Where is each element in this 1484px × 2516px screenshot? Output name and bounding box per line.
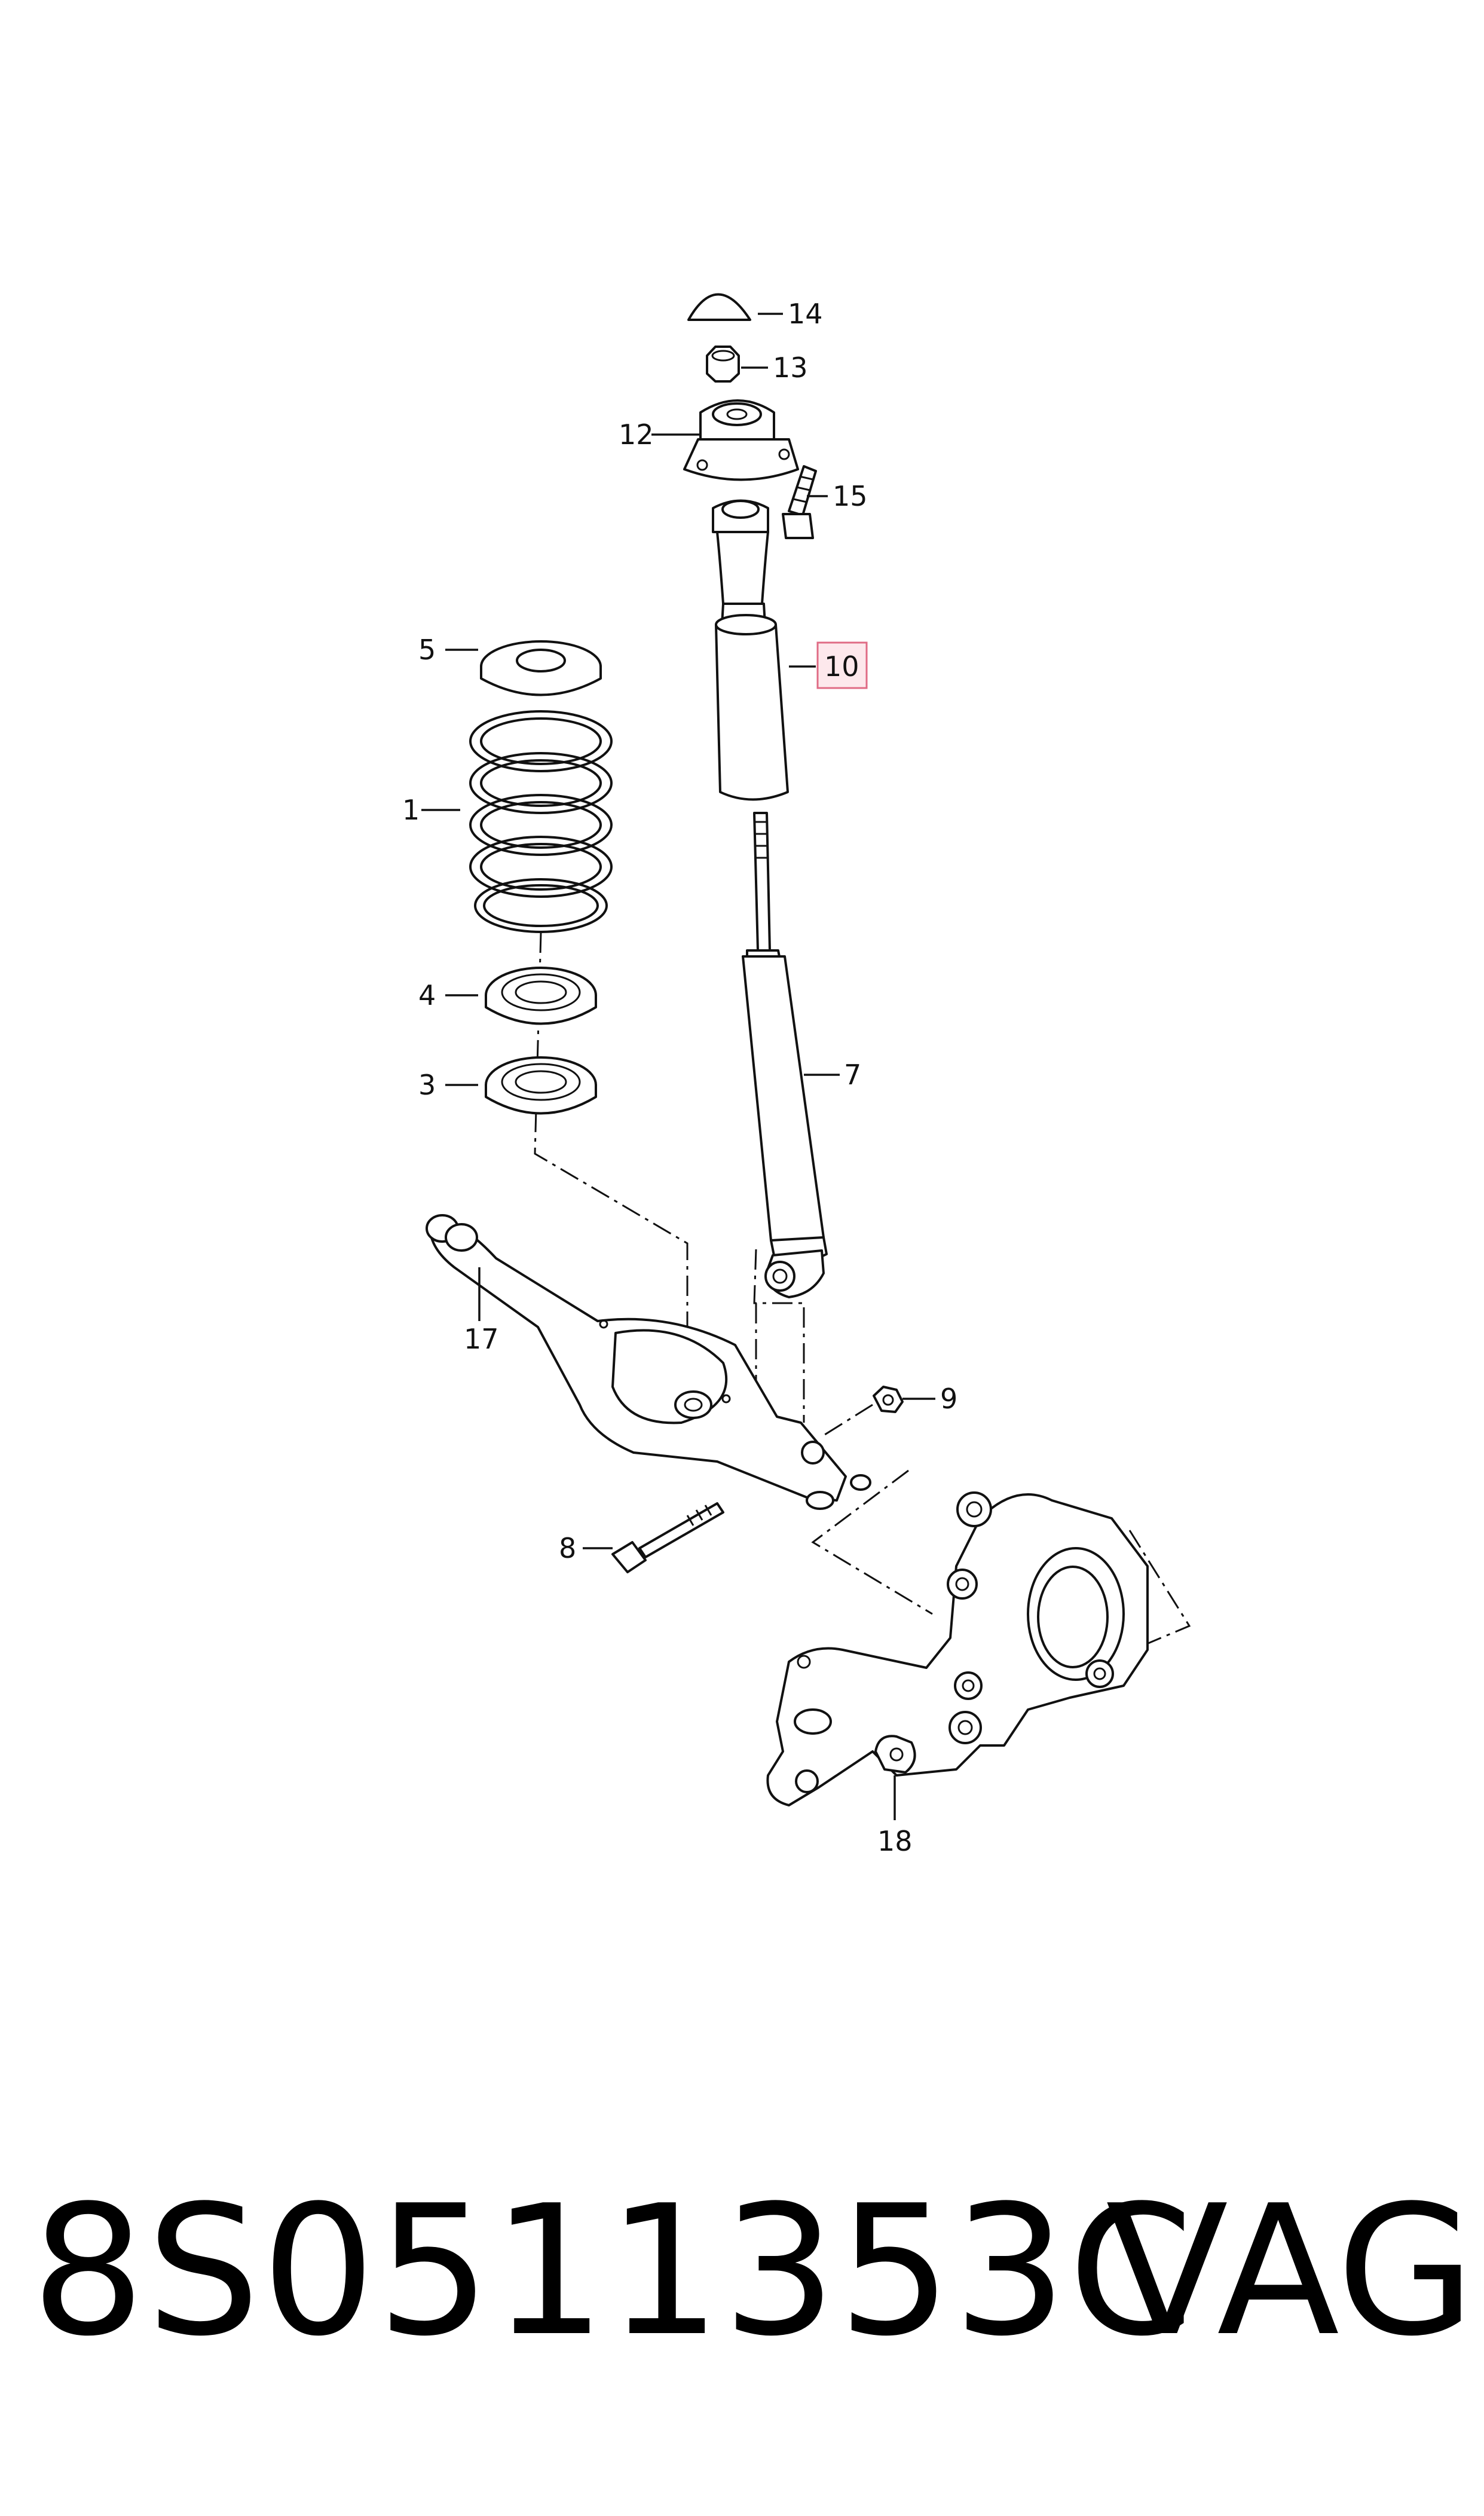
part-9-nut bbox=[873, 1386, 904, 1413]
callout-7[interactable]: 7 bbox=[844, 1059, 861, 1091]
part-4-spring-seat bbox=[485, 967, 597, 1025]
callout-9[interactable]: 9 bbox=[940, 1383, 957, 1415]
callout-4[interactable]: 4 bbox=[418, 979, 436, 1011]
part-15-bolt bbox=[782, 465, 817, 539]
part-12-top-mount bbox=[683, 399, 799, 481]
callout-14[interactable]: 14 bbox=[788, 298, 823, 330]
part-10-dust-boot bbox=[715, 603, 789, 801]
callout-10[interactable]: 10 bbox=[824, 650, 859, 683]
callout-labels: 14 13 12 15 10 5 1 4 3 7 17 9 8 18 bbox=[402, 298, 957, 1857]
part-13-nut bbox=[706, 346, 740, 383]
callout-8[interactable]: 8 bbox=[559, 1532, 576, 1564]
part-14-protective-cap bbox=[687, 293, 751, 321]
part-5-upper-spring-seat bbox=[480, 640, 602, 696]
callout-15[interactable]: 15 bbox=[833, 480, 868, 512]
callout-leader-lines bbox=[421, 313, 935, 1820]
part-8-bolt bbox=[611, 1502, 724, 1573]
callout-12[interactable]: 12 bbox=[619, 418, 654, 451]
callout-1[interactable]: 1 bbox=[402, 794, 420, 826]
part-1-coil-spring bbox=[469, 710, 613, 933]
part-7-shock-absorber bbox=[742, 812, 828, 1298]
callout-17[interactable]: 17 bbox=[464, 1323, 499, 1355]
brand-text: VAG bbox=[1106, 2167, 1476, 2376]
callout-10-highlight-box bbox=[816, 641, 868, 689]
callout-3[interactable]: 3 bbox=[418, 1069, 436, 1101]
callout-18[interactable]: 18 bbox=[877, 1825, 913, 1857]
part-18-wheel-hub-carrier bbox=[766, 1491, 1149, 1806]
callout-13[interactable]: 13 bbox=[773, 351, 808, 384]
part-number-text: 8S0511353C bbox=[31, 2167, 1195, 2376]
part-17-lower-control-arm bbox=[426, 1214, 871, 1510]
part-3-lower-spring-seat bbox=[485, 1056, 597, 1115]
callout-5[interactable]: 5 bbox=[418, 634, 436, 666]
bump-stop bbox=[712, 499, 769, 605]
exploded-parts-diagram: 14 13 12 15 10 5 1 4 3 7 17 9 8 18 bbox=[402, 293, 1191, 1857]
